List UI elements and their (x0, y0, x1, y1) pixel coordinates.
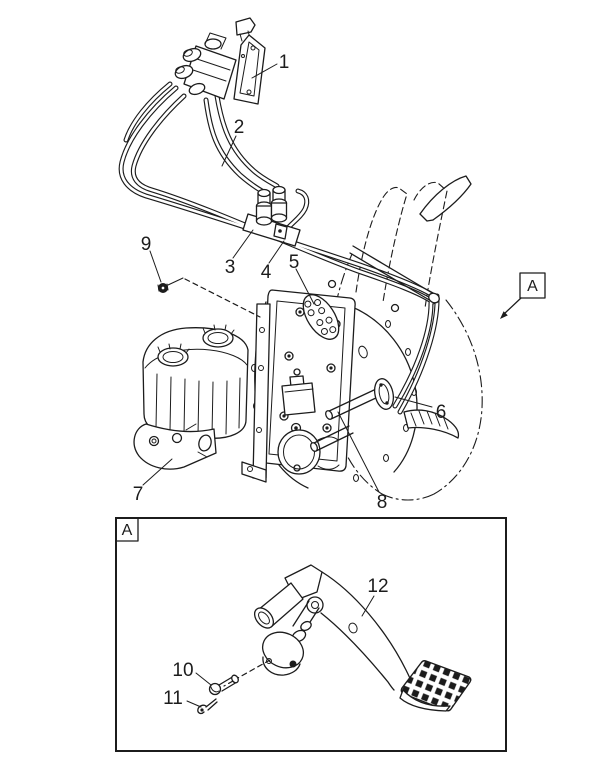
pedal-pad (399, 660, 472, 712)
view-reference-arrow (503, 297, 522, 315)
clevis-pin-6-target (373, 378, 395, 410)
hatched-bracket (403, 409, 460, 439)
callout-10: 10 (172, 660, 193, 681)
valve-assembly (174, 17, 266, 105)
booster-canister (277, 429, 340, 475)
mounting-nut (157, 277, 261, 318)
leader-4 (268, 240, 285, 264)
callout-4: 4 (261, 262, 272, 283)
callout-9: 9 (141, 234, 152, 255)
brake-pedal-assembly: 10 11 12 (163, 564, 472, 715)
tube-nut (255, 188, 273, 226)
leader-9 (149, 250, 162, 283)
callout-1: 1 (279, 52, 290, 73)
cross-rod (349, 245, 440, 304)
tube-nut (270, 185, 288, 223)
callout-7: 7 (133, 484, 144, 505)
fluid-reservoir (133, 324, 249, 470)
leader-2 (221, 135, 237, 167)
callout-2: 2 (234, 117, 245, 138)
master-cylinder (133, 423, 217, 470)
cotter-pin (197, 698, 218, 715)
callout-12: 12 (367, 576, 388, 597)
leader-11 (186, 700, 202, 708)
callouts: 1 2 3 4 5 6 7 8 9 (133, 52, 447, 513)
leader-1 (251, 63, 278, 79)
callout-5: 5 (289, 252, 300, 273)
reservoir-cap (202, 328, 234, 348)
leader-8 (337, 411, 380, 493)
brake-tubes (118, 81, 440, 415)
callout-8: 8 (377, 492, 388, 513)
callout-6: 6 (436, 402, 447, 423)
mounting-plate (259, 279, 400, 472)
callout-3: 3 (225, 257, 236, 278)
clevis-pin (208, 674, 239, 696)
detail-view-label: A (122, 522, 133, 539)
detail-view-a: A (115, 517, 507, 752)
leader-5 (295, 268, 315, 305)
leader-10 (195, 672, 212, 686)
leader-lines (142, 63, 433, 493)
reservoir-cap (157, 347, 189, 367)
tube-bracket (242, 185, 301, 247)
push-rods (310, 378, 395, 452)
view-reference-label: A (527, 278, 538, 295)
leader-7 (142, 458, 173, 486)
callout-11: 11 (163, 688, 183, 709)
leader-3 (232, 229, 254, 259)
leader-6 (394, 396, 433, 408)
gasket-plate (302, 294, 340, 340)
view-reference-a: A (500, 272, 546, 319)
leader-12 (361, 595, 375, 617)
